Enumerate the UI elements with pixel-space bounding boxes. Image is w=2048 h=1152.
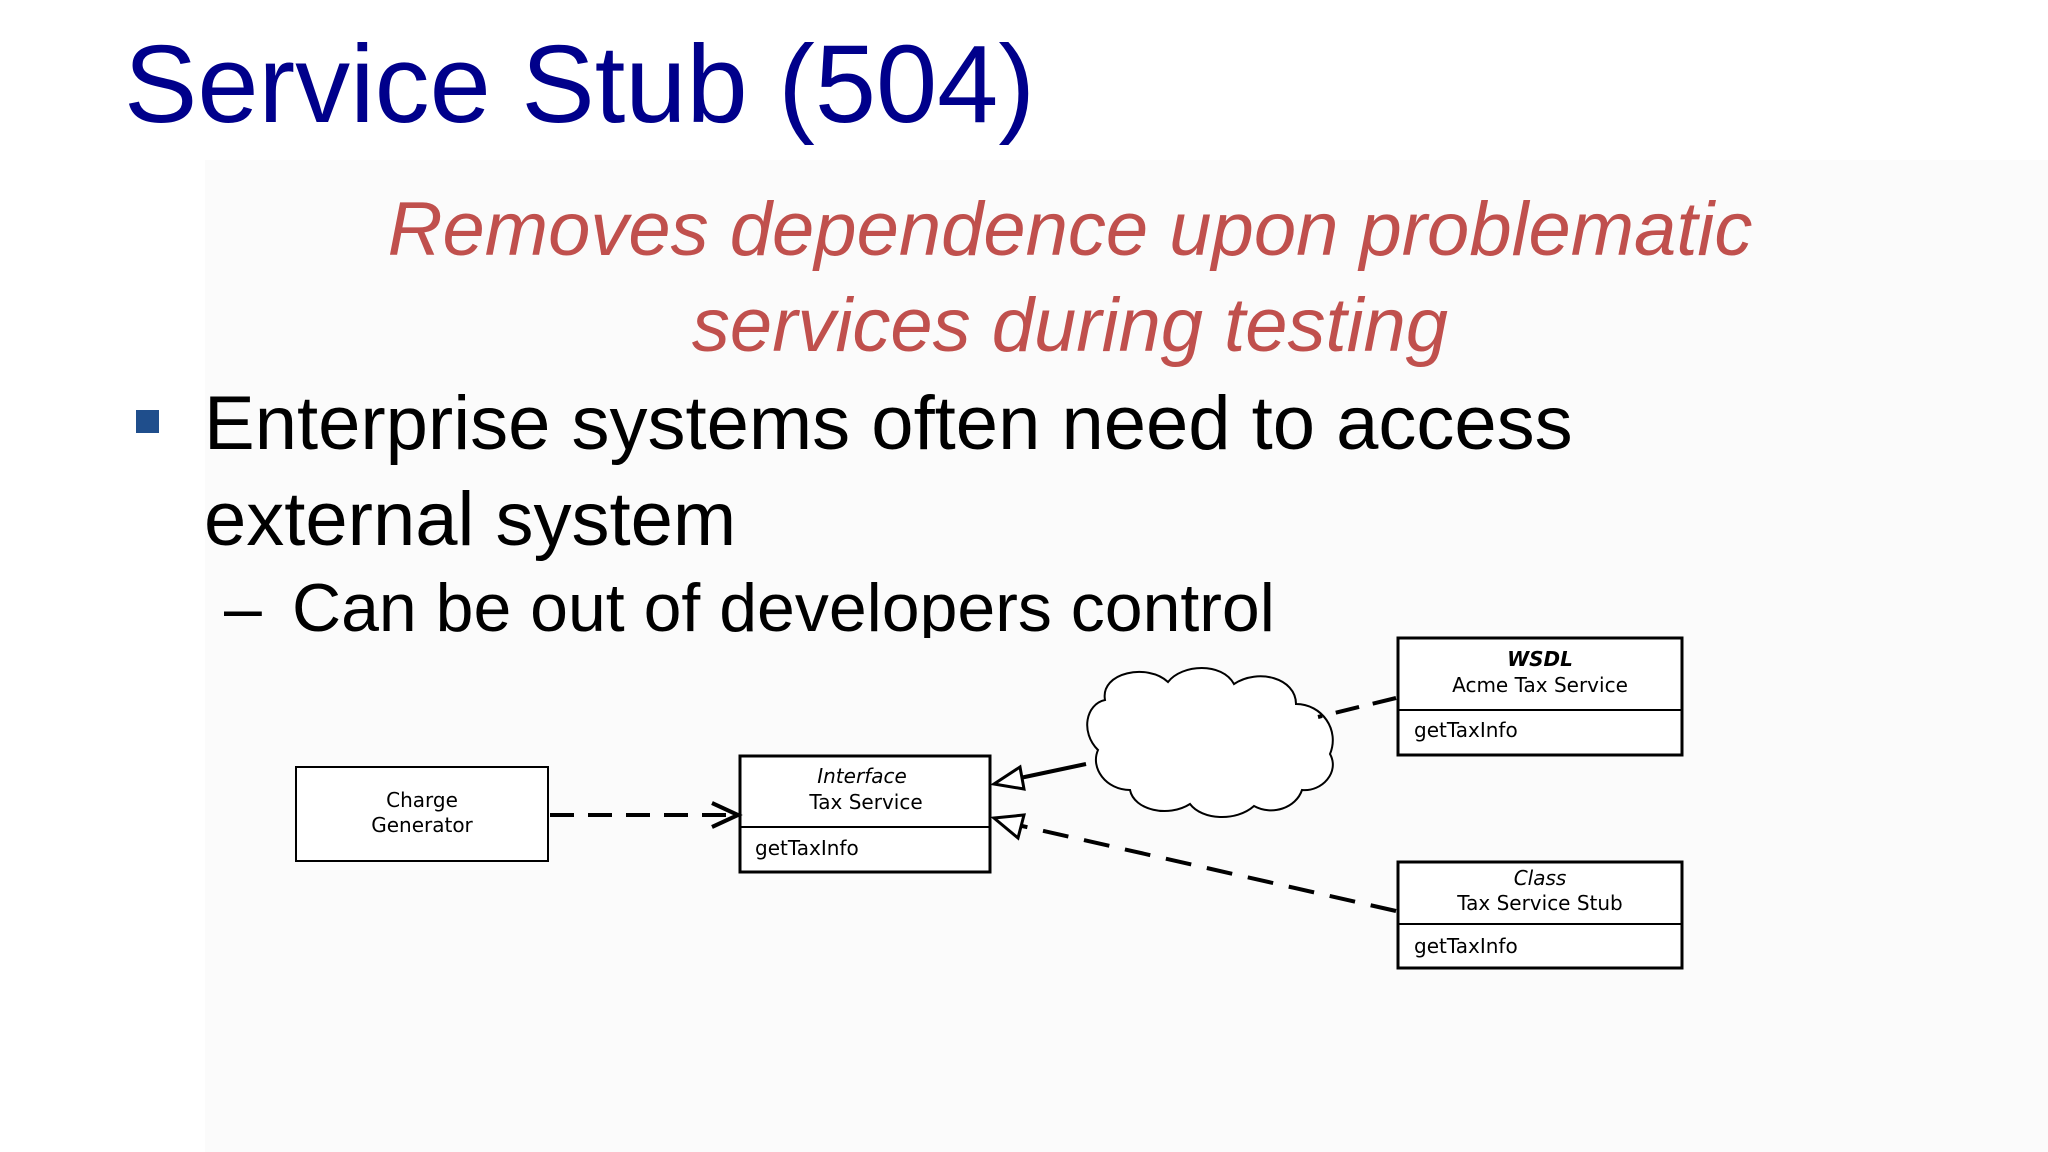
tax-service-stub-box: Class Tax Service Stub getTaxInfo — [1396, 860, 1684, 970]
bullet-line-1: Enterprise systems often need to access — [204, 381, 1573, 466]
realization-arrow-stub — [990, 813, 1397, 913]
dependency-arrow — [550, 801, 743, 829]
diagram-backdrop — [205, 160, 2048, 1152]
tax-service-interface-box: Interface Tax Service getTaxInfo — [738, 754, 992, 874]
stub-operation: getTaxInfo — [1414, 934, 1518, 958]
subtitle-line-2: services during testing — [691, 283, 1449, 368]
realization-arrow-acme — [989, 696, 1397, 791]
slide-subtitle: Removes dependence upon problematic serv… — [300, 182, 1840, 374]
cloud-icon — [1086, 667, 1334, 819]
acme-operation: getTaxInfo — [1414, 718, 1518, 742]
bullet-point: Enterprise systems often need to access … — [204, 376, 1704, 568]
acme-tax-service-box: WSDL Acme Tax Service getTaxInfo — [1396, 636, 1684, 757]
acme-stereotype: WSDL — [1507, 647, 1573, 671]
stub-name: Tax Service Stub — [1456, 891, 1623, 915]
charge-generator-line-2: Generator — [371, 813, 473, 837]
sub-bullet-point: –Can be out of developers control — [224, 566, 1275, 638]
sub-bullet-text: Can be out of developers control — [292, 570, 1275, 638]
acme-name: Acme Tax Service — [1452, 673, 1628, 697]
charge-generator-line-1: Charge — [386, 788, 458, 812]
charge-generator-box: Charge Generator — [295, 766, 549, 862]
tax-interface-stereotype: Interface — [817, 764, 907, 788]
stub-stereotype: Class — [1514, 866, 1567, 890]
dash-bullet: – — [224, 570, 262, 638]
bullet-line-2: external system — [204, 477, 737, 562]
square-bullet-icon — [136, 410, 159, 433]
tax-interface-name: Tax Service — [808, 790, 922, 814]
slide-title: Service Stub (504) — [124, 23, 1035, 146]
subtitle-line-1: Removes dependence upon problematic — [387, 187, 1753, 272]
tax-interface-operation: getTaxInfo — [755, 836, 859, 860]
